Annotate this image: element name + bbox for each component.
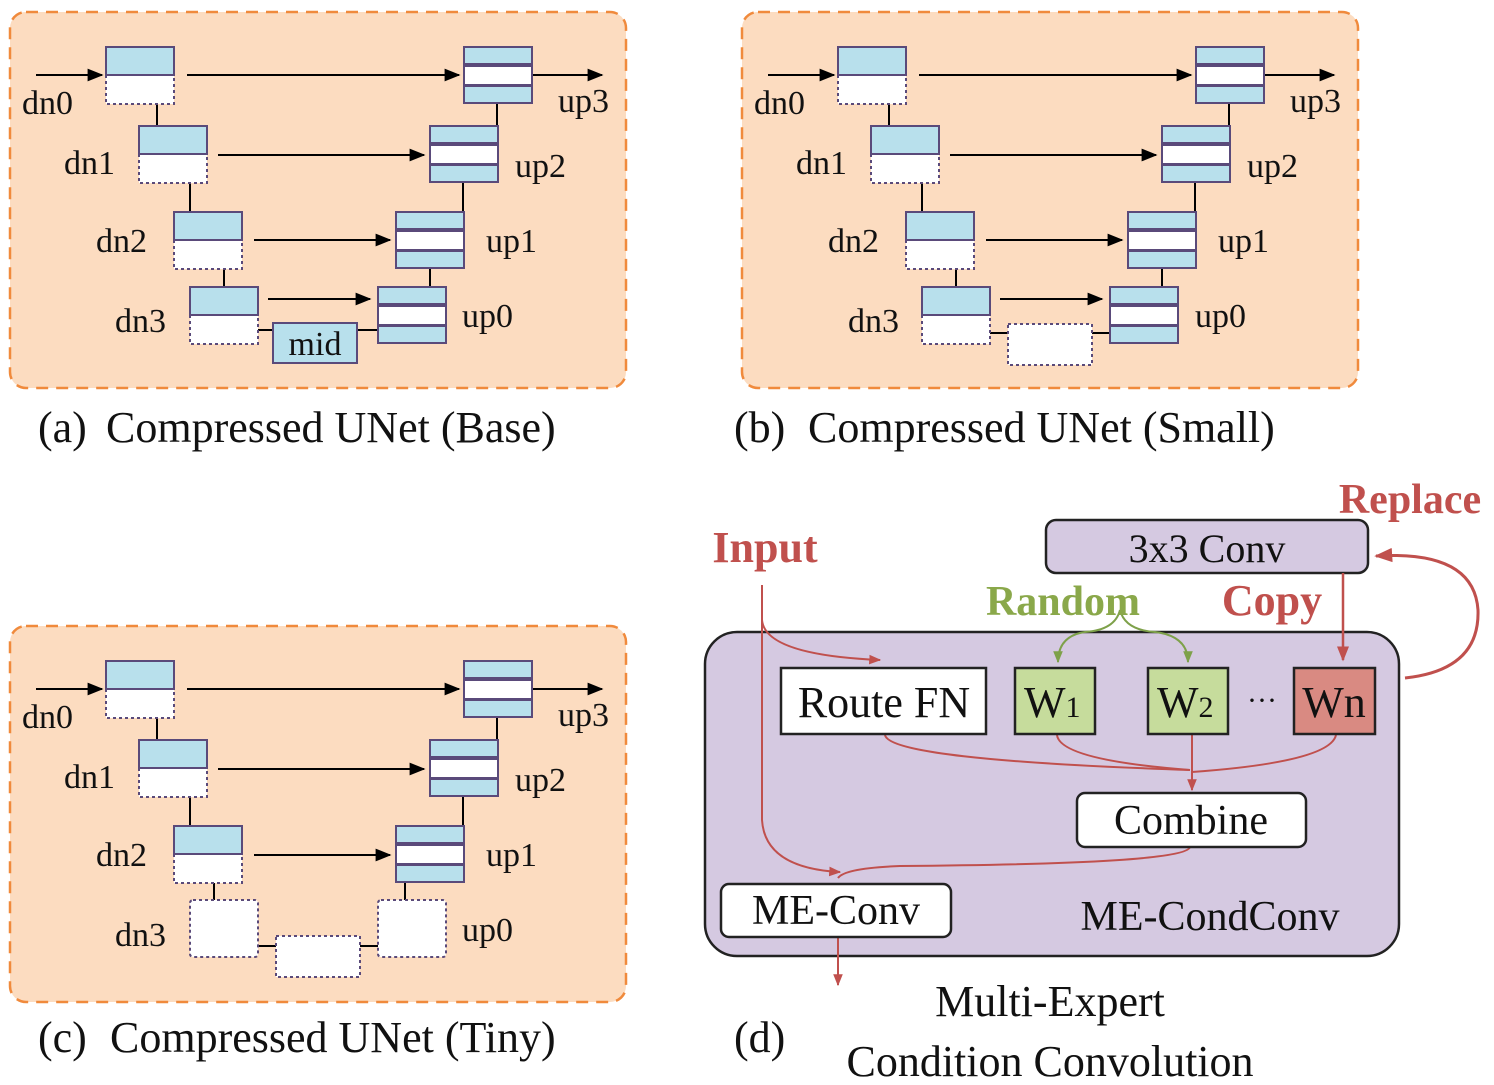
- mid-block-removed: [275, 935, 361, 978]
- up3-label: up3: [558, 83, 609, 120]
- dn3-label: dn3: [115, 917, 166, 954]
- up2-block: [1161, 125, 1231, 183]
- combine-label: Combine: [1114, 798, 1268, 844]
- dn1-block: [138, 125, 208, 184]
- up0-block-removed: [377, 899, 447, 958]
- panel-c-tag: (c): [38, 1013, 87, 1062]
- up0-label: up0: [462, 298, 513, 335]
- up3-block: [1195, 46, 1265, 104]
- dn2-label: dn2: [828, 223, 879, 260]
- panel-a: mid dn0 dn1 dn2 dn3 up3 up2 up1 up0 (a) …: [8, 10, 628, 452]
- up3-block: [463, 46, 533, 104]
- dn2-block: [173, 211, 243, 270]
- up2-label: up2: [515, 148, 566, 185]
- dn1-block: [870, 125, 940, 184]
- up2-label: up2: [1247, 148, 1298, 185]
- up0-label: up0: [1195, 298, 1246, 335]
- combine-box: [1075, 791, 1308, 849]
- up0-block: [1109, 286, 1179, 344]
- up2-block: [429, 739, 499, 797]
- panel-c-caption: Compressed UNet (Tiny): [110, 1013, 556, 1062]
- copy-label: Copy: [1222, 576, 1322, 625]
- up0-block: [377, 286, 447, 344]
- dn1-label: dn1: [796, 145, 847, 182]
- dn2-label: dn2: [96, 837, 147, 874]
- up1-label: up1: [486, 223, 537, 260]
- me-conv-box: [719, 882, 953, 939]
- up2-label: up2: [515, 762, 566, 799]
- panel-b-caption: Compressed UNet (Small): [808, 403, 1275, 452]
- up3-label: up3: [1290, 83, 1341, 120]
- panel-b-tag: (b): [734, 403, 785, 452]
- expert-w1-box: [1013, 666, 1097, 736]
- expert-wn-box: [1292, 666, 1377, 736]
- dn1-label: dn1: [64, 145, 115, 182]
- up3-label: up3: [558, 697, 609, 734]
- conv3x3-box: [1044, 518, 1370, 575]
- dn3-block: [189, 286, 259, 345]
- random-label: Random: [986, 579, 1140, 625]
- me-conv-label: ME-Conv: [752, 888, 920, 934]
- dn0-block: [105, 46, 175, 105]
- expert-wn-label: Wn: [1302, 678, 1366, 727]
- expert-w2-box: [1146, 666, 1230, 736]
- dn1-label: dn1: [64, 759, 115, 796]
- experts-ellipsis: ···: [1247, 684, 1277, 717]
- dn3-block-removed: [189, 899, 259, 958]
- panel-a-background: [8, 10, 628, 390]
- mid-block-removed: [1007, 323, 1093, 366]
- dn0-label: dn0: [22, 699, 73, 736]
- dn2-label: dn2: [96, 223, 147, 260]
- dn1-block: [138, 739, 208, 798]
- conv3x3-label: 3x3 Conv: [1129, 526, 1286, 571]
- dn0-label: dn0: [754, 85, 805, 122]
- replace-label: Replace: [1339, 477, 1481, 523]
- route-fn-label: Route FN: [798, 678, 970, 727]
- panel-a-caption: Compressed UNet (Base): [106, 403, 556, 452]
- panel-d-caption-line1: Multi-Expert: [935, 977, 1165, 1026]
- dn3-label: dn3: [115, 303, 166, 340]
- up1-block: [395, 825, 465, 883]
- input-label: Input: [712, 523, 818, 572]
- up1-block: [1127, 211, 1197, 269]
- up1-label: up1: [486, 837, 537, 874]
- mid-label: mid: [289, 326, 342, 363]
- panel-a-tag: (a): [38, 403, 87, 452]
- up3-block: [463, 660, 533, 718]
- dn0-block: [837, 46, 907, 105]
- up2-block: [429, 125, 499, 183]
- dn3-block: [921, 286, 991, 345]
- panel-b: dn0 dn1 dn2 dn3 up3 up2 up1 up0 (b) Comp…: [734, 10, 1360, 452]
- me-condconv-label: ME-CondConv: [1080, 894, 1339, 940]
- expert-w1-label: W1: [1024, 678, 1081, 727]
- route-fn-box: [779, 666, 988, 736]
- panel-b-background: [740, 10, 1360, 390]
- dn2-block: [173, 825, 243, 884]
- panel-c-background: [8, 624, 628, 1004]
- up0-label: up0: [462, 912, 513, 949]
- dn0-label: dn0: [22, 85, 73, 122]
- panel-d: 3x3 Conv Route FN W1 W2 ··· Wn Combine M…: [703, 477, 1481, 1085]
- up1-label: up1: [1218, 223, 1269, 260]
- up1-block: [395, 211, 465, 269]
- panel-d-caption-line2: Condition Convolution: [846, 1037, 1253, 1085]
- expert-w2-label: W2: [1157, 678, 1214, 727]
- panel-d-tag: (d): [734, 1013, 785, 1062]
- dn3-label: dn3: [848, 303, 899, 340]
- dn0-block: [105, 660, 175, 719]
- mid-block: [272, 322, 358, 364]
- panel-c: dn0 dn1 dn2 dn3 up3 up2 up1 up0 (c) Comp…: [8, 624, 628, 1062]
- dn2-block: [905, 211, 975, 270]
